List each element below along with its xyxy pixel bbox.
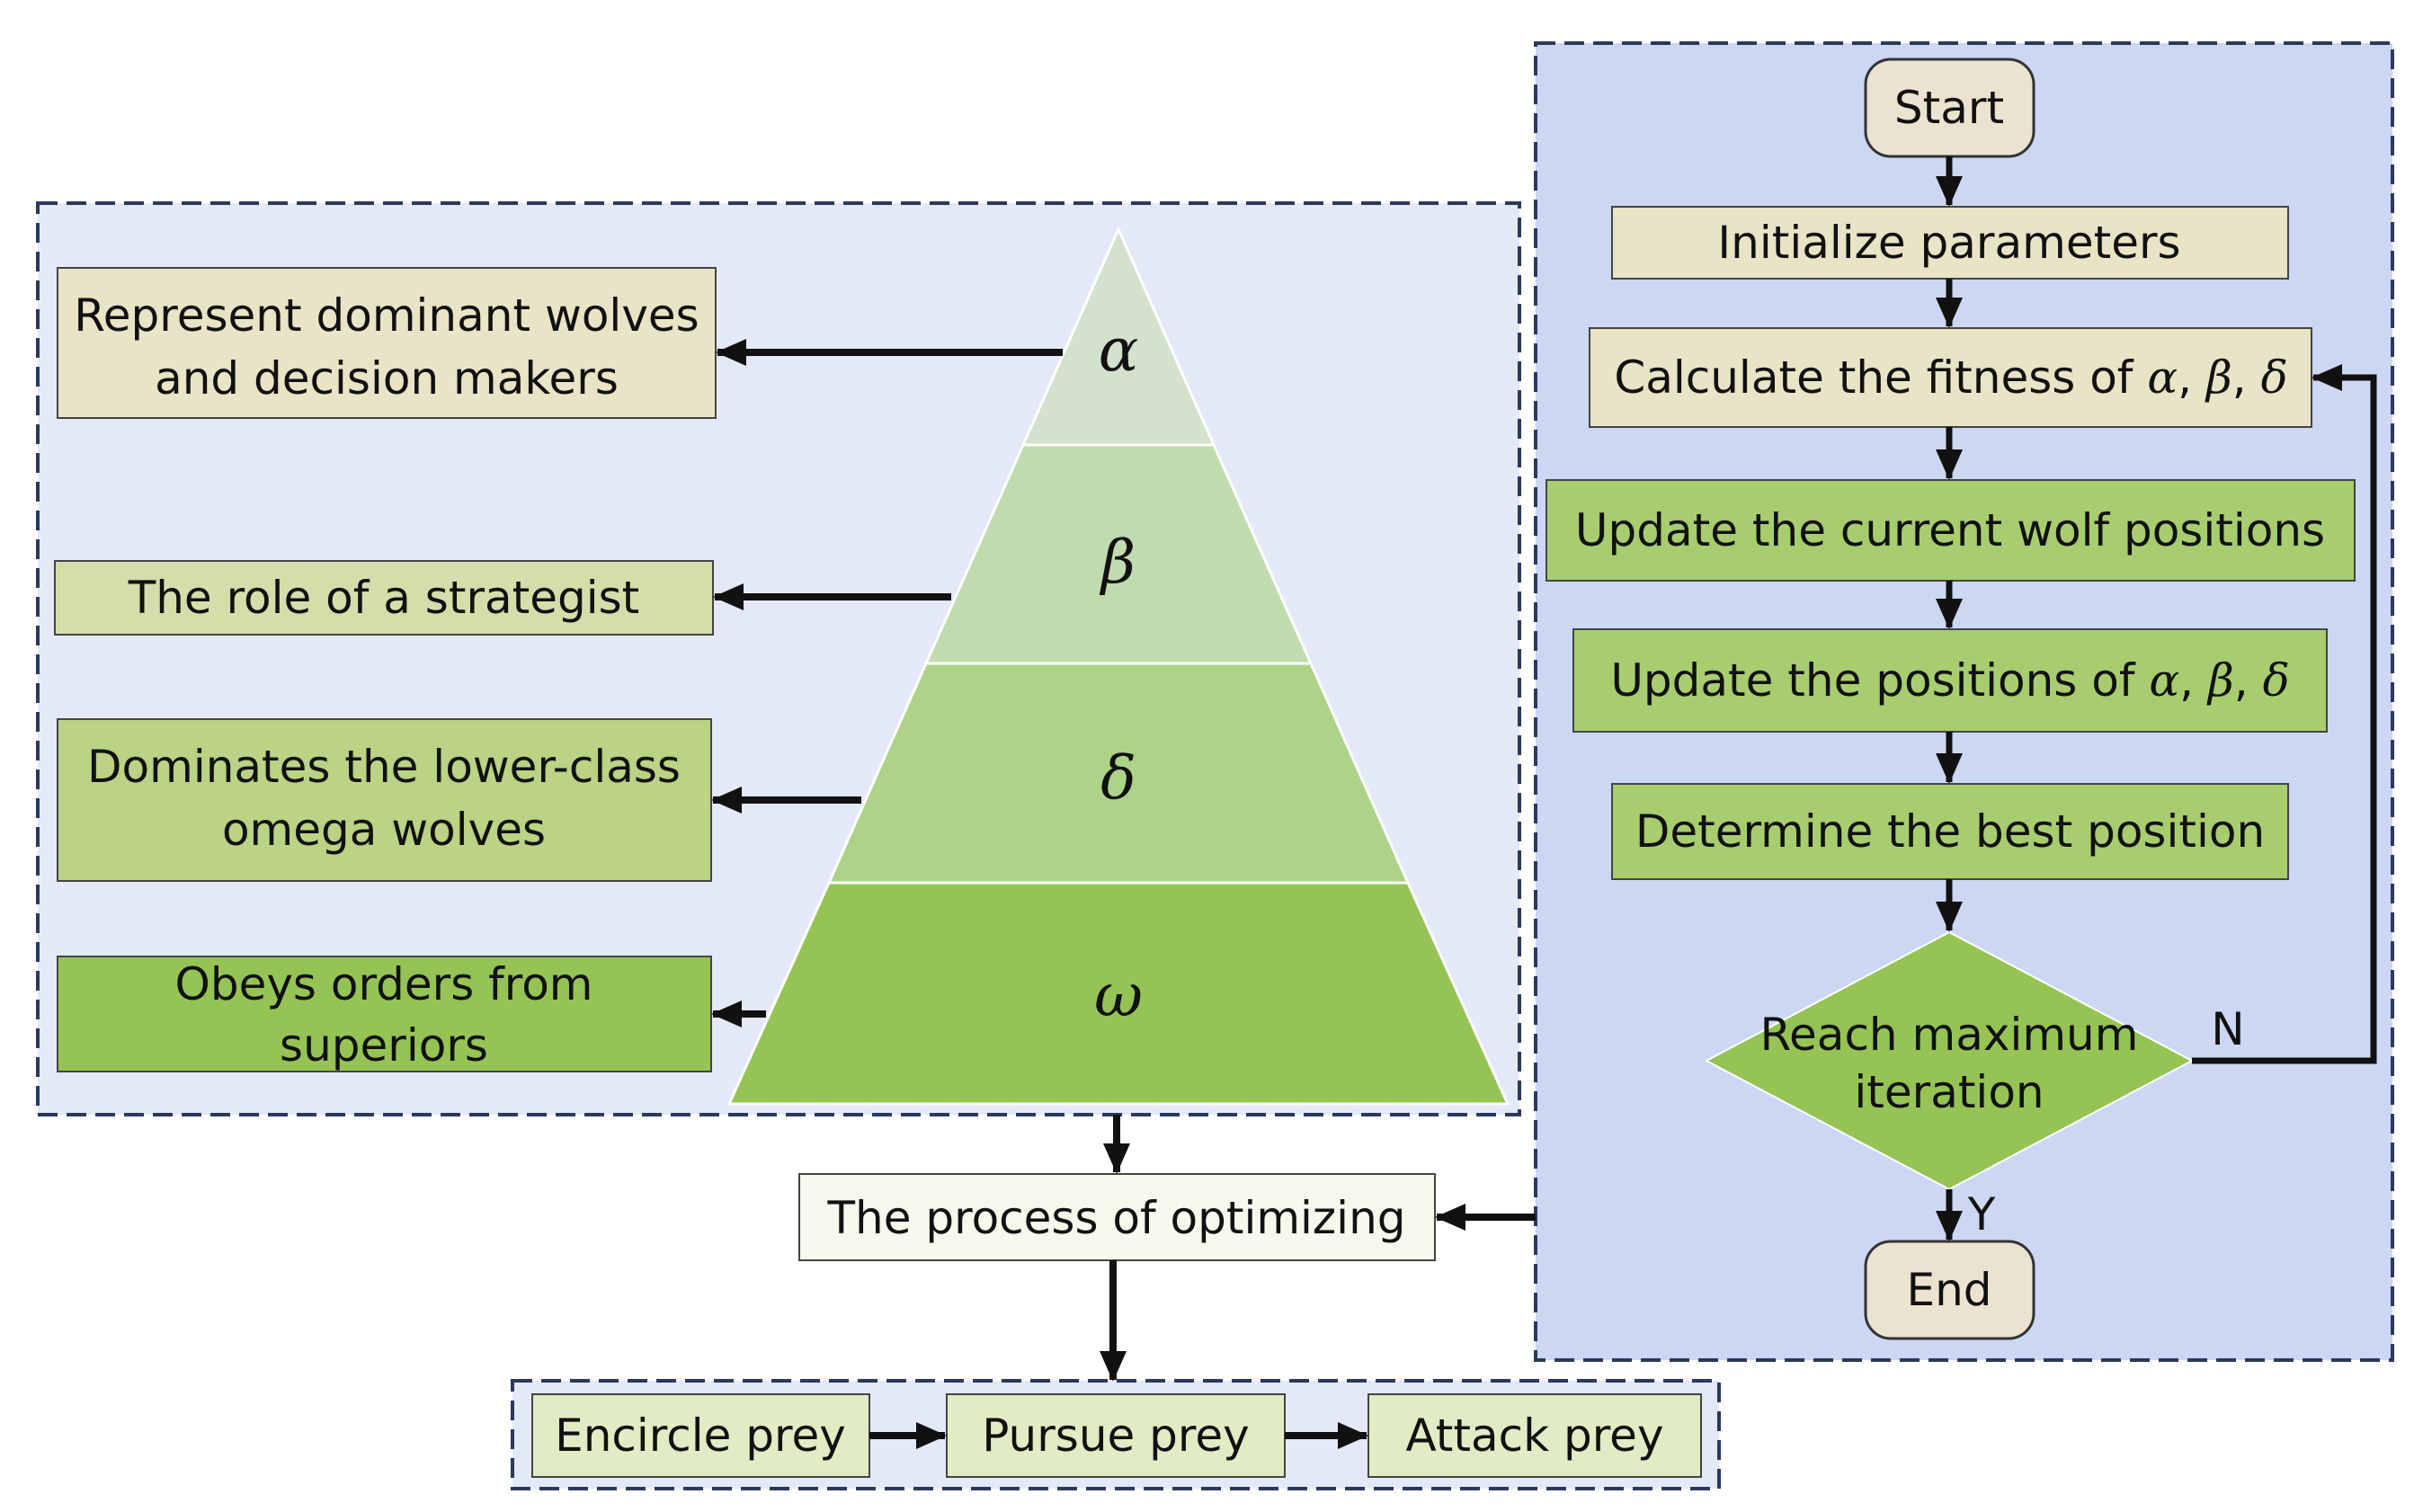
- update-wolves-box: [1546, 479, 2356, 582]
- role-omega-line2: superiors: [280, 1019, 488, 1072]
- best-position-box: [1611, 783, 2289, 880]
- symbol-beta: β: [1099, 528, 1136, 597]
- yes-label: Y: [1967, 1188, 1996, 1241]
- init-label: Initialize parameters: [1717, 217, 2180, 269]
- attack-box: [1367, 1393, 1702, 1478]
- update-positions-box: [1572, 628, 2328, 733]
- process-label: The process of optimizing: [827, 1192, 1406, 1244]
- pursue-box: [946, 1393, 1286, 1478]
- start-label: Start: [1894, 82, 2004, 134]
- role-box-alpha: [57, 267, 717, 419]
- symbol-omega: ω: [1094, 961, 1143, 1030]
- process-box: [798, 1173, 1436, 1261]
- no-label: N: [2211, 1003, 2244, 1055]
- symbol-alpha: α: [1099, 316, 1139, 385]
- role-box-beta: [54, 560, 714, 636]
- role-omega-line1: Obeys orders from: [174, 958, 592, 1010]
- arrow-loop-no: [2192, 364, 2377, 1064]
- role-box-delta: [57, 718, 712, 882]
- end-node: [1864, 1240, 2035, 1340]
- attack-label: Attack prey: [1405, 1410, 1663, 1462]
- encircle-label: Encircle prey: [555, 1410, 846, 1462]
- update-wolves-label: Update the current wolf positions: [1575, 504, 2325, 556]
- symbol-delta: δ: [1100, 743, 1136, 813]
- best-position-label: Determine the best position: [1635, 805, 2265, 858]
- decision-line1: Reach maximum: [1760, 1009, 2139, 1061]
- fitness-label: Calculate the fitness of α, β, δ: [1614, 351, 2287, 404]
- end-label: End: [1906, 1264, 1991, 1316]
- role-delta-line2: omega wolves: [222, 804, 546, 856]
- role-box-omega: [57, 956, 712, 1072]
- role-delta-line1: Dominates the lower-class: [87, 741, 681, 793]
- init-box: [1611, 206, 2289, 280]
- update-positions-label: Update the positions of α, β, δ: [1610, 654, 2289, 707]
- role-alpha-line2: and decision makers: [155, 352, 619, 405]
- pyramid-level-omega: [726, 881, 1510, 1106]
- pursue-label: Pursue prey: [982, 1410, 1249, 1462]
- role-beta-line1: The role of a strategist: [128, 572, 640, 624]
- decision-line2: iteration: [1854, 1066, 2044, 1118]
- role-alpha-line1: Represent dominant wolves: [74, 289, 699, 342]
